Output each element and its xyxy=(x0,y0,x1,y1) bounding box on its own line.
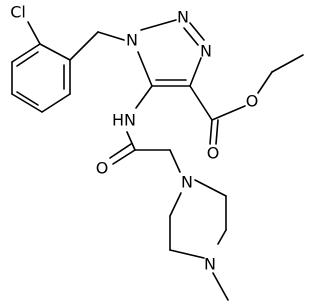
bond-c5-n1 xyxy=(137,51,153,87)
bond-c4-carbonyl xyxy=(189,85,213,121)
bond-ring-d xyxy=(11,93,43,113)
bond-n2-n3-a xyxy=(189,22,205,41)
atom-label-n1: N xyxy=(126,31,138,50)
atom-labels: Cl N N N HN O O O N N xyxy=(10,3,258,274)
bond-ch2-ch3 xyxy=(271,54,304,73)
atom-label-o-amide: O xyxy=(96,159,109,178)
bond-ring-d-inner xyxy=(16,91,39,106)
atom-label-n-pip-1: N xyxy=(181,173,193,192)
bond-pip-1 xyxy=(194,179,227,197)
bond-pip-3 xyxy=(217,229,227,245)
bond-ester-co-a xyxy=(209,119,213,145)
bond-cl-ring xyxy=(27,21,41,45)
bond-ring-f xyxy=(11,43,41,63)
bond-carbonyl-o xyxy=(211,105,246,121)
bond-pip-6 xyxy=(169,192,182,217)
bonds xyxy=(11,19,304,301)
bond-c5-nh xyxy=(135,85,153,109)
bond-ch2-n1 xyxy=(97,31,125,41)
bond-pip-4 xyxy=(169,249,205,259)
bond-n1-n2 xyxy=(140,19,177,31)
bond-nh-amide-c xyxy=(126,131,136,151)
bond-amide-co-a xyxy=(112,149,136,165)
bond-o-ch2 xyxy=(257,71,273,94)
atom-label-n3: N xyxy=(200,42,212,61)
bond-ring-a xyxy=(39,43,71,61)
bond-n3-c4 xyxy=(189,57,202,87)
bond-ring-c xyxy=(41,93,71,113)
atom-label-o-carbonyl-ester: O xyxy=(207,144,220,163)
atom-label-cl: Cl xyxy=(10,3,26,22)
atom-label-n-pip-4: N xyxy=(204,255,216,274)
bond-ester-co-b xyxy=(215,119,219,145)
atom-label-nh: HN xyxy=(112,111,136,130)
bond-ring-f-inner xyxy=(16,51,39,67)
molecule-canvas: Cl N N N HN O O O N N xyxy=(10,3,304,301)
chemical-structure-diagram: Cl N N N HN O O O N N xyxy=(10,3,304,301)
bond-amide-co-b xyxy=(109,143,132,159)
bond-n-methyl xyxy=(212,272,229,301)
atom-label-n2: N xyxy=(177,8,189,27)
bond-ring-ch2 xyxy=(69,31,99,61)
bond-ch2-npip xyxy=(169,149,181,173)
atom-label-o-ester: O xyxy=(246,92,259,111)
bond-n2-n3-b xyxy=(183,27,199,46)
